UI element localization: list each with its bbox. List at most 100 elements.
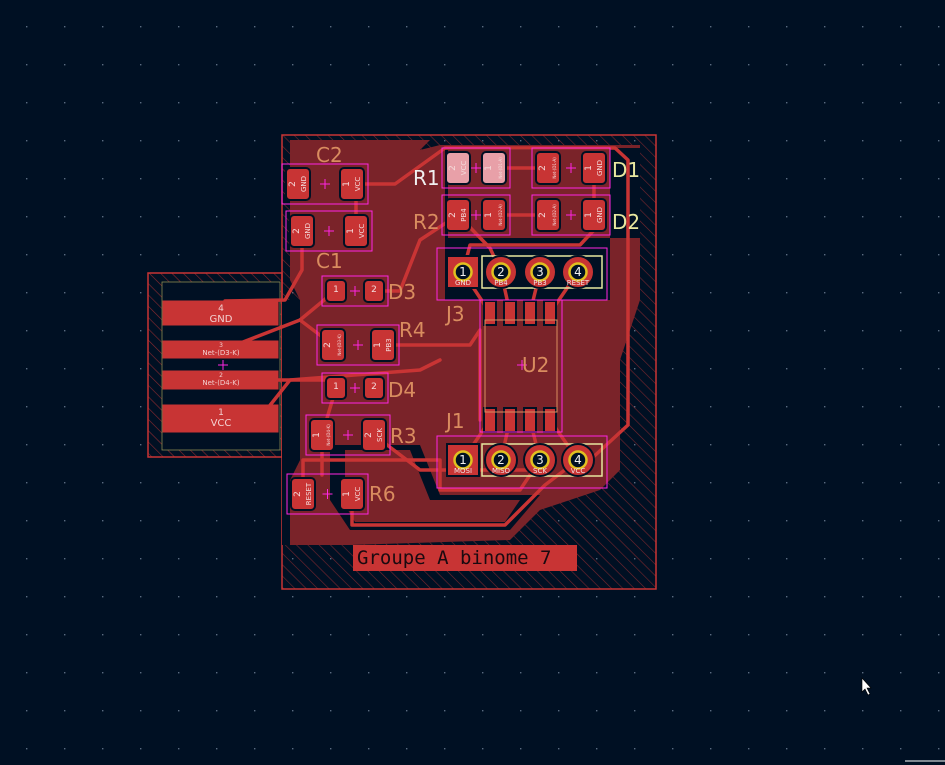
pad-number: 2 [288, 181, 298, 187]
courtyard [305, 414, 391, 456]
pad-number: 2 [293, 491, 303, 497]
pad-number: 2 [219, 372, 223, 379]
anchor-cross-icon [343, 430, 353, 440]
pad-number: 2 [371, 382, 377, 392]
pad-net-name: VCC [571, 467, 586, 475]
anchor-cross-icon [322, 489, 333, 499]
pad-c1-2[interactable] [289, 214, 315, 248]
pad-c2-2[interactable] [285, 167, 311, 201]
r1-ref-label: R1 [413, 166, 440, 190]
pad-d1-2[interactable] [535, 151, 561, 185]
pad-r1-1[interactable] [481, 151, 507, 185]
pad-r4-2[interactable] [320, 328, 346, 362]
r2-ref-label: R2 [413, 210, 440, 234]
pad-r3-1[interactable] [309, 418, 335, 452]
pad-net-name: Net-(D2-A) [498, 204, 503, 226]
courtyard [281, 163, 369, 205]
u2-footprint[interactable] [479, 299, 563, 433]
courtyard [441, 147, 511, 189]
r6-ref-label: R6 [369, 482, 396, 506]
pad-r1-2[interactable] [445, 151, 471, 185]
pad-d4-2[interactable] [363, 376, 385, 400]
drill-hole [453, 262, 473, 282]
pad-number: 1 [459, 453, 467, 467]
pad-u2[interactable] [523, 300, 537, 326]
pad-d4-1[interactable] [325, 376, 347, 400]
pad-c1-1[interactable] [343, 214, 369, 248]
pad-net-name: Net-(D3-K) [202, 349, 240, 357]
pad-number: 3 [219, 342, 223, 349]
courtyard [531, 194, 611, 236]
pad-net-name: MOSI [454, 467, 472, 475]
pad-r3-2[interactable] [361, 418, 387, 452]
pad-d1-1[interactable] [581, 151, 607, 185]
pad-number: 1 [584, 165, 594, 171]
pad-number: 1 [373, 342, 383, 348]
pad-u2[interactable] [543, 300, 557, 326]
pad[interactable] [162, 370, 279, 390]
r4-ref-label: R4 [399, 318, 426, 342]
pad[interactable] [162, 340, 279, 359]
pad-number: 1 [342, 181, 352, 187]
drill-hole [530, 450, 550, 470]
pad-number: 2 [538, 165, 548, 171]
pad-d3-2[interactable] [363, 279, 385, 303]
pad-net-name: VCC [211, 418, 232, 429]
pad-c2-1[interactable] [339, 167, 365, 201]
courtyard [436, 435, 608, 489]
pad-number: 1 [346, 228, 356, 234]
d3-ref-label: D3 [388, 280, 416, 304]
pad-net-name: Net-(D2-A) [552, 204, 557, 226]
pad-r6-1[interactable] [339, 477, 365, 511]
pad-number: 2 [371, 285, 377, 295]
pad-r6-2[interactable] [290, 477, 316, 511]
pad-number: 1 [342, 491, 352, 497]
pad-u2[interactable] [503, 300, 517, 326]
pad-net-name: RESET [305, 482, 313, 505]
pad-net-name: RESET [567, 279, 590, 287]
pad-number: 2 [448, 165, 458, 171]
pad-r2-2[interactable] [445, 198, 471, 232]
anchor-cross-icon [218, 360, 228, 370]
pad-r4-1[interactable] [370, 328, 396, 362]
drill-hole [491, 262, 511, 282]
pad-number: 4 [574, 453, 582, 467]
pad-net-name: GND [596, 160, 604, 176]
pad[interactable] [162, 404, 279, 433]
courtyard [321, 372, 389, 404]
drill-hole [453, 450, 473, 470]
pad-d3-1[interactable] [325, 279, 347, 303]
anchor-cross-icon [350, 286, 360, 296]
pad-number: 4 [574, 265, 582, 279]
pad-net-name: PB3 [385, 338, 393, 351]
pad-number: 1 [484, 165, 494, 171]
courtyard [441, 194, 511, 236]
pad-net-name: Net-(D1-A) [552, 157, 557, 179]
anchor-cross-icon [517, 360, 527, 370]
pad-net-name: PB3 [533, 279, 546, 287]
pad-number: 1 [312, 432, 322, 438]
pad-d2-2[interactable] [535, 198, 561, 232]
pad-d2-1[interactable] [581, 198, 607, 232]
pad[interactable] [162, 300, 279, 326]
pad-r2-1[interactable] [481, 198, 507, 232]
pad-u2[interactable] [483, 300, 497, 326]
